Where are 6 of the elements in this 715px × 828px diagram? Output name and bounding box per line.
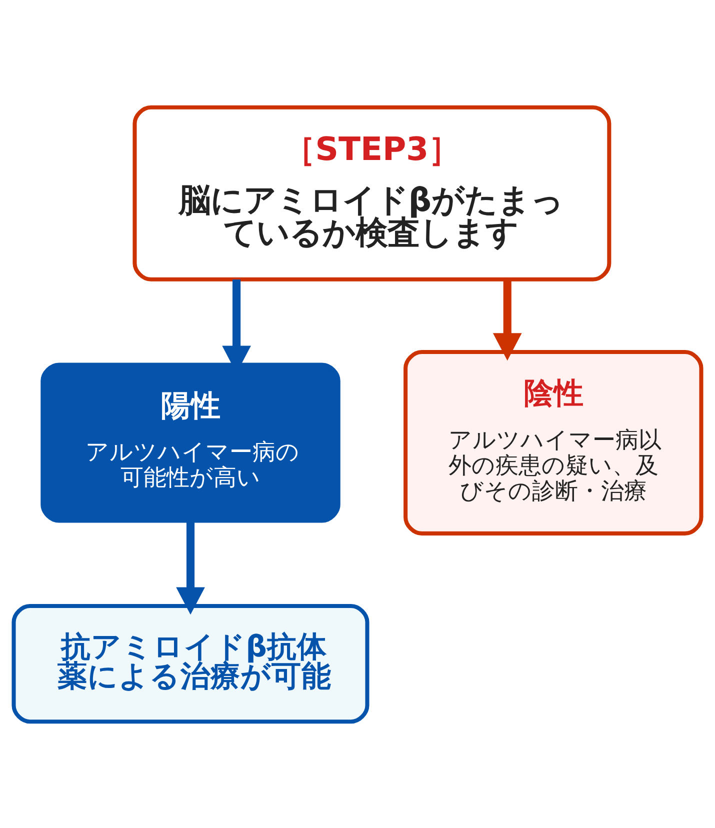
node-box: 陰性 アルツハイマー病以外の疾患の疑い、及びその診断・治療 xyxy=(404,349,704,535)
arrow xyxy=(176,520,205,614)
node-box: 陽性 アルツハイマー病の可能性が高い xyxy=(40,362,340,522)
node-box: ［STEP3］ 脳にアミロイドβがたまっているか検査します xyxy=(132,104,612,281)
node-box: 抗アミロイドβ抗体薬による治療が可能 xyxy=(12,604,370,724)
arrow xyxy=(492,279,522,360)
